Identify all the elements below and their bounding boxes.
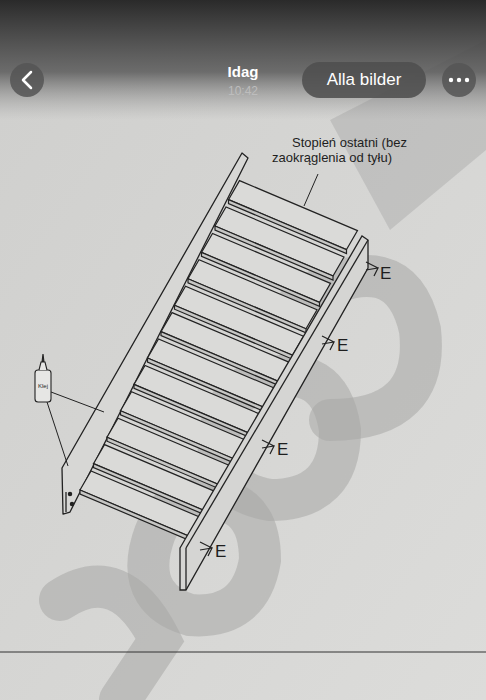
callout-letter: E: [277, 440, 288, 460]
callout-letter: E: [337, 336, 348, 356]
glue-bottle: [35, 354, 51, 402]
callout-letter: E: [215, 542, 226, 562]
time-stamp: 10:42: [228, 85, 258, 99]
more-button: [442, 63, 476, 97]
screen-title: Idag: [228, 63, 259, 80]
part-note: Stopień ostatni (bez zaokrąglenia od tył…: [272, 136, 462, 166]
pill-button: Alla bilder: [302, 62, 426, 98]
callout-letter: E: [380, 264, 391, 284]
button-label: Alla bilder: [327, 70, 402, 90]
back-button: [10, 63, 44, 97]
bottle-label: Klej: [38, 383, 48, 390]
